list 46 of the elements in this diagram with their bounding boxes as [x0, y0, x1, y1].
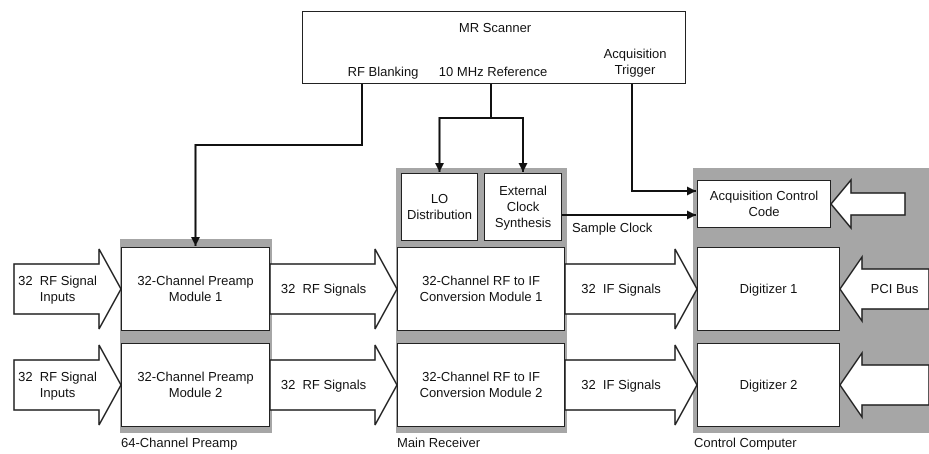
module-label: 32-Channel Preamp Module 2 — [136, 368, 255, 402]
module-label: 32-Channel RF to IF Conversion Module 1 — [418, 272, 544, 306]
group-label: 64-Channel Preamp — [121, 435, 238, 452]
arrow — [562, 210, 696, 220]
group-label: Main Receiver — [397, 435, 480, 452]
module-box — [121, 247, 270, 331]
edge-label: 32 IF Signals — [580, 280, 662, 298]
module-box — [697, 180, 831, 228]
block-arrow — [564, 248, 698, 330]
block-arrow — [839, 254, 929, 324]
arrow — [631, 84, 696, 196]
block-arrow — [13, 248, 122, 330]
edge-label: PCI Bus — [870, 280, 920, 298]
block-arrow — [13, 344, 122, 426]
block-title: MR Scanner — [458, 20, 532, 36]
module-label: Acquisition Control Code — [708, 188, 820, 220]
module-label: Digitizer 2 — [738, 376, 798, 394]
block-arrow — [269, 344, 398, 426]
edge-label: Sample Clock — [572, 220, 652, 236]
block-arrow — [564, 344, 698, 426]
arrow — [191, 84, 363, 246]
arrow — [490, 84, 528, 172]
module-box — [121, 343, 270, 427]
module-box — [697, 343, 840, 427]
module-label: LO Distribution — [406, 190, 474, 224]
module-label: 32-Channel Preamp Module 1 — [136, 272, 255, 306]
block-arrow — [839, 350, 929, 420]
block-arrow — [269, 248, 398, 330]
module-box — [484, 173, 562, 241]
module-label: 32-Channel RF to IF Conversion Module 2 — [418, 368, 544, 402]
block-arrow — [830, 178, 906, 230]
edge-label: 32 RF Signals — [280, 376, 368, 394]
module-box — [401, 173, 478, 241]
module-box — [697, 247, 840, 331]
module-box — [397, 247, 565, 331]
module-label: External Clock Synthesis — [494, 182, 552, 232]
module-label: Digitizer 1 — [738, 280, 798, 298]
module-box — [397, 343, 565, 427]
edge-label: 32 RF Signals — [280, 280, 368, 298]
edge-label: 32 RF Signal Inputs — [17, 272, 98, 306]
scanner-box — [302, 11, 686, 84]
edge-label: 32 IF Signals — [580, 376, 662, 394]
edge-label: 32 RF Signal Inputs — [17, 368, 98, 402]
group-label: Control Computer — [694, 435, 797, 452]
signal-label: 10 MHz Reference — [438, 64, 548, 80]
signal-label: Acquisition Trigger — [602, 46, 668, 78]
